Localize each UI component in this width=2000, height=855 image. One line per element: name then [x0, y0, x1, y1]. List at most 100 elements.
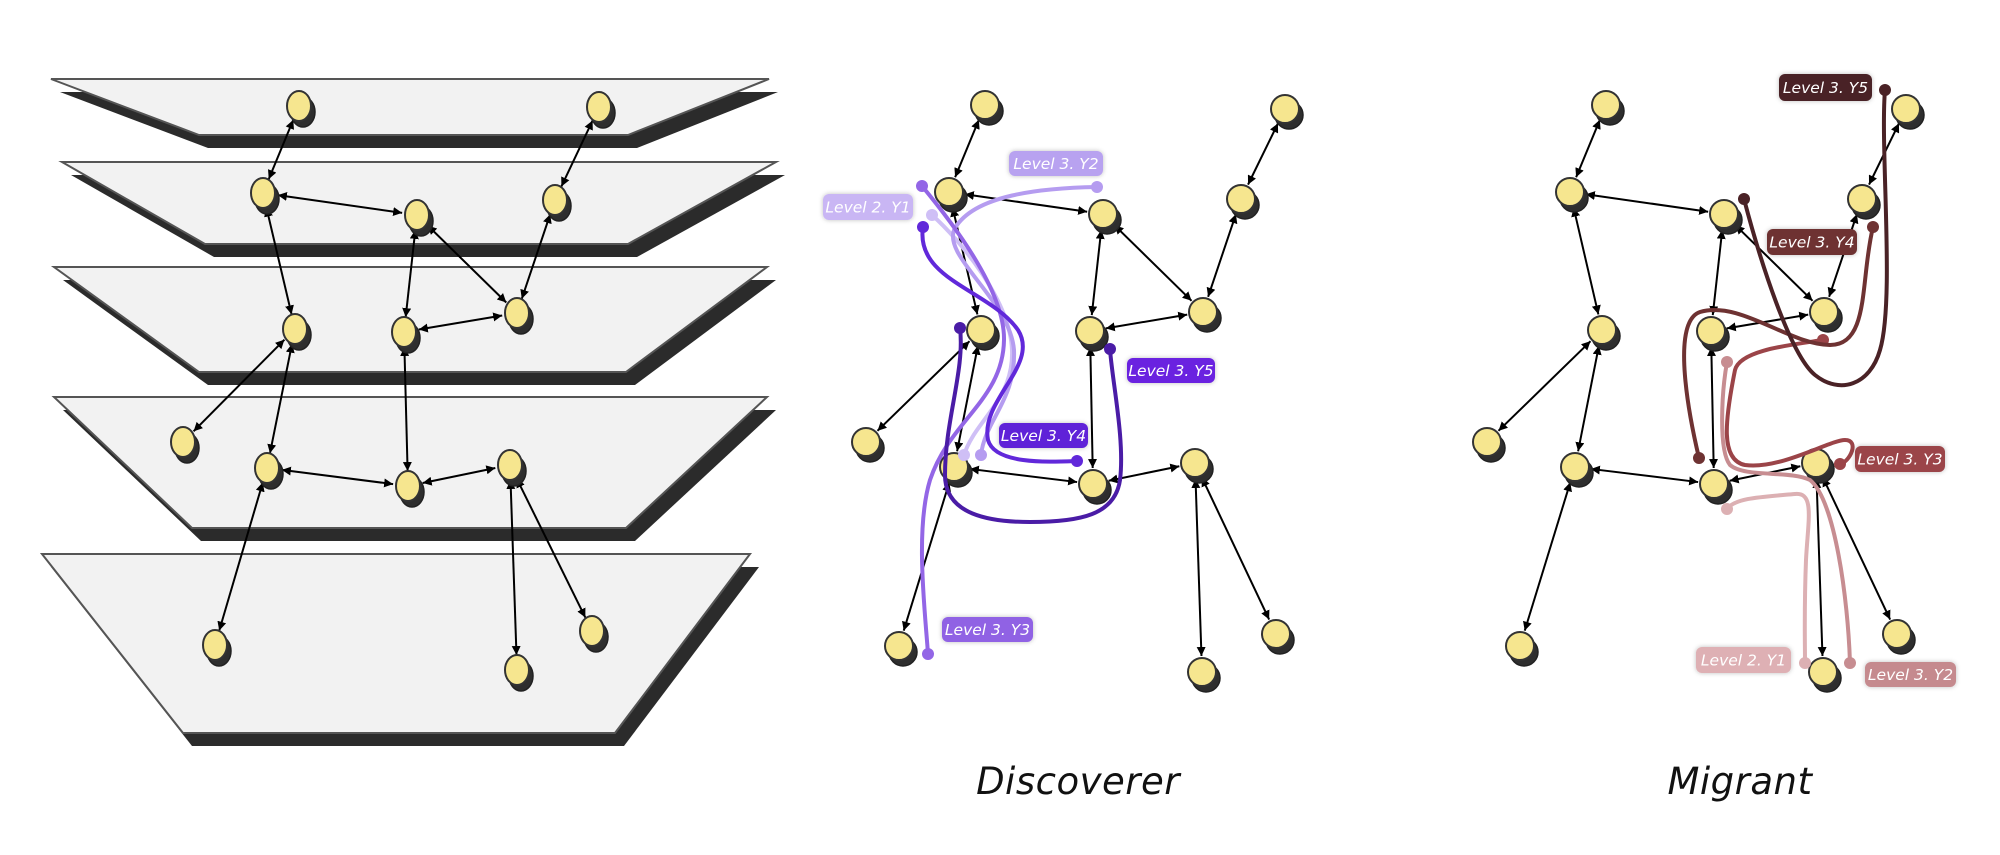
trail-label-text: Level 3. Y4 [1001, 427, 1086, 445]
node-circle [851, 427, 881, 457]
graph-node [404, 199, 434, 237]
bidirectional-edge [422, 465, 496, 486]
graph-node [1088, 199, 1122, 235]
bidirectional-edge [418, 312, 503, 333]
trail-y4 [917, 221, 1083, 467]
node-circle [1699, 469, 1729, 499]
bidirectional-edge [1709, 229, 1726, 316]
graph-node [1226, 184, 1260, 220]
node-circle [1078, 469, 1108, 499]
node-circle [1472, 427, 1502, 457]
node-circle [391, 316, 417, 348]
bidirectional-edge [1088, 229, 1105, 316]
trail-label-y5: Level 3. Y5 [1127, 358, 1215, 383]
trail-label-badge [1696, 647, 1791, 673]
bidirectional-edge [1113, 224, 1193, 302]
migrant-title: Migrant [1667, 760, 1813, 803]
trail-end-dot [1738, 193, 1750, 205]
node-circle [395, 470, 421, 502]
graph-node [202, 629, 232, 667]
node-circle [497, 449, 523, 481]
discoverer-title: Discoverer [976, 760, 1180, 803]
trail-end-dot [1071, 455, 1083, 467]
trail-label-y3: Level 3. Y3 [1855, 446, 1945, 472]
trail-label-text: Level 3. Y5 [1128, 362, 1213, 380]
graph-node [1078, 469, 1112, 505]
bidirectional-edge [1726, 311, 1809, 332]
graph-node [1180, 448, 1214, 484]
trail-y1 [1721, 491, 1811, 669]
bidirectional-edge [969, 465, 1078, 486]
trail-end-dot [922, 648, 934, 660]
bidirectional-edge [1191, 478, 1206, 657]
trajectory-trails [1682, 84, 1891, 669]
graph-node [1809, 297, 1843, 333]
graph-node [497, 449, 527, 487]
trail-label-y4: Level 3. Y4 [1767, 229, 1857, 255]
trail-line [1742, 88, 1889, 388]
node-circle [1808, 657, 1838, 687]
node-circle [1882, 619, 1912, 649]
graph-node [934, 177, 968, 213]
bidirectional-edge [1706, 346, 1719, 469]
trail-start-dot [1867, 221, 1879, 233]
trail-label-y2: Level 3. Y2 [1865, 662, 1956, 687]
bidirectional-edge [954, 119, 980, 178]
bidirectional-edge [954, 345, 981, 452]
graph-node [1075, 316, 1109, 352]
node-circle [504, 654, 530, 686]
bidirectional-edge [1812, 478, 1827, 657]
graph-node [1261, 619, 1295, 655]
graph-node [1560, 452, 1594, 488]
node-circle [1088, 199, 1118, 229]
graph-node [504, 654, 534, 692]
graph-node [1505, 631, 1539, 667]
trail-label-badge [1767, 229, 1857, 255]
node-circle [586, 91, 612, 123]
trail-start-dot [954, 322, 966, 334]
trail-end-dot [1799, 657, 1811, 669]
bidirectional-edge [1575, 345, 1602, 452]
trail-line [950, 185, 1099, 457]
graph-node [286, 90, 316, 128]
trail-end-dot [975, 449, 987, 461]
graph-node [1709, 199, 1743, 235]
bidirectional-edge [1497, 340, 1592, 432]
trail-labels: Level 2. Y1 Level 3. Y2 Level 3. Y3 Level 3… [1696, 74, 1956, 687]
trail-end-dot [1834, 458, 1846, 470]
graph-node [254, 452, 284, 490]
trail-y3 [1724, 334, 1855, 470]
bidirectional-edge [267, 119, 295, 180]
trail-start-dot [1879, 84, 1891, 96]
bidirectional-edge [876, 340, 971, 432]
node-circle [504, 297, 530, 329]
node-circle [1591, 90, 1621, 120]
graph-node [1699, 469, 1733, 505]
node-circle [1075, 316, 1105, 346]
graph-node [1555, 177, 1589, 213]
node-circle [579, 615, 605, 647]
trail-label-text: Level 3. Y2 [1868, 666, 1953, 684]
trail-label-text: Level 3. Y3 [945, 621, 1030, 639]
node-circle [254, 452, 280, 484]
trajectory-trails [916, 180, 1124, 660]
layer-edges [192, 119, 594, 656]
trail-label-y1: Level 2. Y1 [1696, 647, 1791, 673]
node-circle [1809, 297, 1839, 327]
bidirectional-edge [217, 482, 265, 631]
bidirectional-edge [402, 229, 419, 318]
trail-label-y1: Level 2. Y1 [823, 194, 913, 220]
trail-label-y4: Level 3. Y4 [999, 423, 1088, 448]
bidirectional-edge [1827, 213, 1859, 298]
bidirectional-edge [277, 191, 403, 217]
trail-start-dot [1091, 181, 1103, 193]
trail-label-badge [1779, 74, 1872, 101]
node-circle [1180, 448, 1210, 478]
graph-node [170, 426, 200, 464]
node-circle [1709, 199, 1739, 229]
trail-line [1724, 338, 1855, 468]
discoverer-edges [876, 119, 1279, 657]
graph-node [1808, 657, 1842, 693]
